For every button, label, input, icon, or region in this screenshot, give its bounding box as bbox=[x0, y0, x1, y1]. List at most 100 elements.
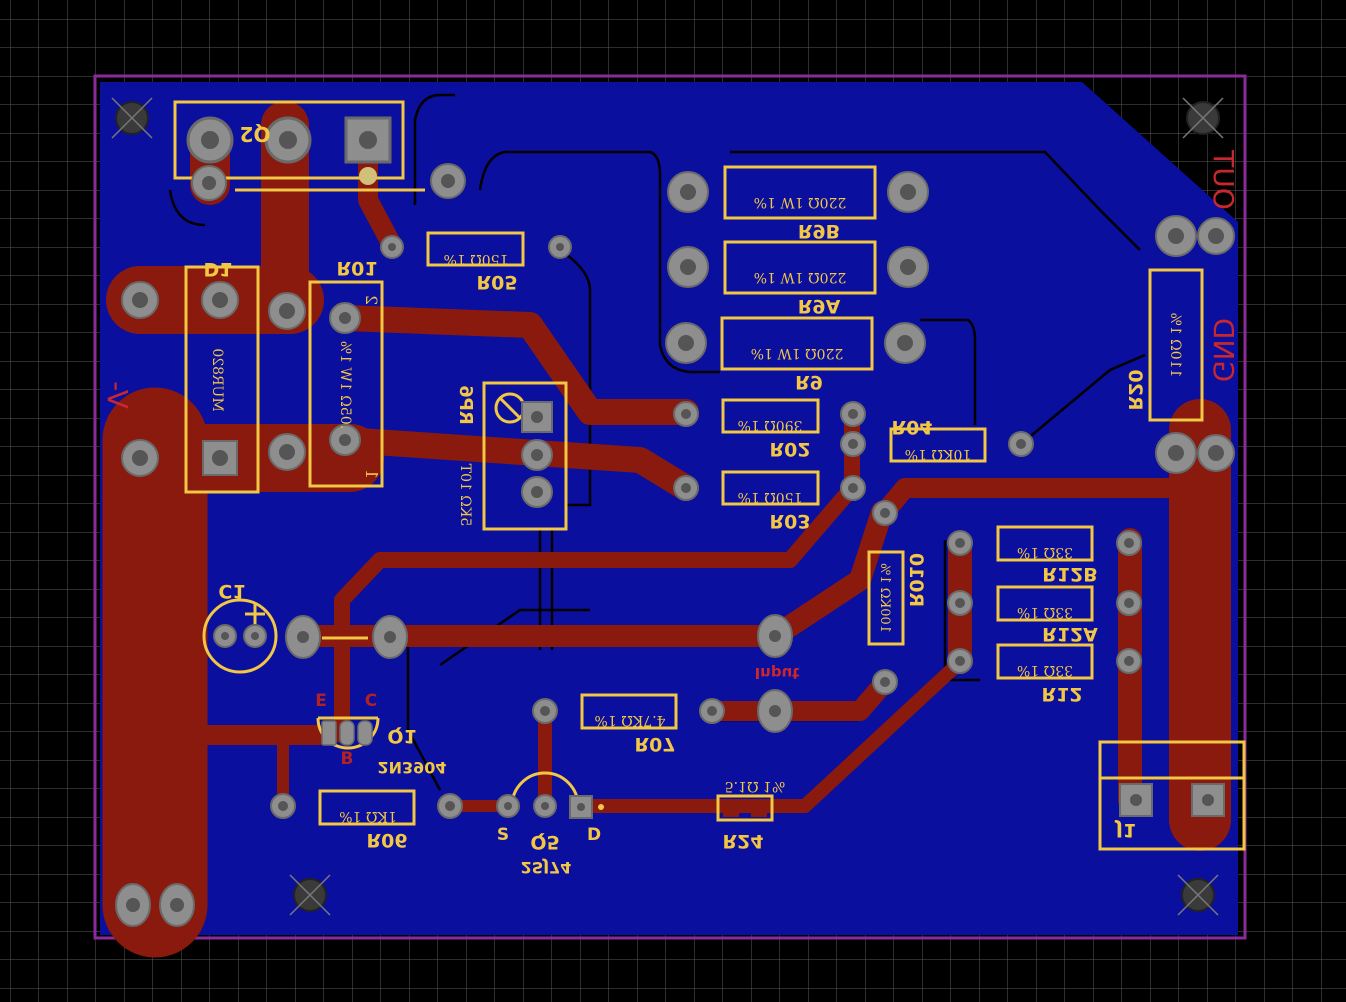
r07-value: 4.7KΩ 1% bbox=[595, 712, 666, 728]
q1-outline bbox=[316, 717, 380, 750]
q1-ref: Q1 bbox=[387, 725, 416, 747]
rp6-outline bbox=[482, 381, 568, 531]
r12-value: 33Ω 1% bbox=[1017, 662, 1073, 678]
r9-outline bbox=[720, 316, 874, 371]
r010-ref: R010 bbox=[905, 553, 927, 607]
r05-value: 150Ω 1% bbox=[444, 251, 509, 267]
mounting-hole bbox=[111, 97, 153, 139]
q1-pin-c: C bbox=[365, 691, 377, 711]
r02-ref: R02 bbox=[769, 438, 810, 460]
trace-r01-low bbox=[332, 427, 699, 501]
net-label-out: OUT bbox=[1207, 149, 1240, 210]
pad bbox=[321, 720, 337, 746]
net-label-input: Input bbox=[755, 664, 800, 682]
mounting-hole bbox=[289, 874, 331, 916]
j1-ref: J1 bbox=[1114, 819, 1136, 841]
pad bbox=[344, 116, 392, 164]
c1-ref: C1 bbox=[218, 580, 245, 602]
r06-ref: R06 bbox=[366, 829, 407, 851]
r01-value: .05Ω 1W 1% bbox=[337, 341, 353, 429]
trace-input bbox=[289, 501, 893, 647]
r03-outline bbox=[721, 470, 820, 506]
r9a-outline bbox=[723, 240, 877, 295]
board-outline bbox=[93, 74, 1247, 940]
silkscreen-outlines bbox=[173, 100, 1246, 851]
q1-pin-b: B bbox=[341, 749, 354, 769]
r20-outline bbox=[1148, 268, 1204, 422]
q2-ref: Q2 bbox=[240, 122, 271, 146]
r24-outline bbox=[716, 794, 774, 822]
net-labels: OUT GND V- Input bbox=[101, 149, 1240, 682]
r05-ref: R05 bbox=[476, 271, 517, 293]
rp6-ref: RP6 bbox=[455, 385, 476, 425]
pad bbox=[598, 804, 604, 810]
silkscreen-text: Q2 D1 MUR820 R01 .05Ω 1W 1% 2 1 150Ω 1% … bbox=[204, 122, 1184, 877]
rp6-value: 5KΩ 10T bbox=[457, 463, 473, 526]
r07-ref: R07 bbox=[634, 733, 675, 755]
j1-outline bbox=[1098, 740, 1246, 851]
pad bbox=[357, 720, 373, 746]
r9-value: 220Ω 1W 1% bbox=[751, 345, 844, 361]
r01-pin1: 1 bbox=[362, 469, 381, 479]
r04-outline bbox=[889, 427, 987, 463]
q5-pin-d: D bbox=[587, 825, 601, 845]
c1-outline bbox=[202, 598, 278, 674]
r01-outline bbox=[308, 280, 384, 488]
r9b-value: 220Ω 1W 1% bbox=[754, 194, 847, 210]
r9a-value: 220Ω 1W 1% bbox=[754, 269, 847, 285]
r01-ref: R01 bbox=[336, 257, 377, 279]
trace-r01-to-rp6 bbox=[332, 305, 699, 425]
r03-value: 150Ω 1% bbox=[738, 489, 803, 505]
r12a-outline bbox=[996, 585, 1094, 622]
r12-ref: R12 bbox=[1041, 683, 1082, 705]
r06-outline bbox=[318, 789, 416, 826]
r04-ref: R04 bbox=[891, 416, 932, 438]
board-copper-pour bbox=[100, 82, 1238, 935]
d1-value: MUR820 bbox=[209, 348, 225, 411]
r20-ref: R20 bbox=[1124, 369, 1146, 410]
q1-part: 2N3904 bbox=[377, 758, 446, 777]
q5-outline bbox=[510, 771, 580, 807]
r9a-ref: R9A bbox=[798, 295, 841, 317]
pad bbox=[359, 167, 377, 185]
r010-value: 100KΩ 1% bbox=[877, 563, 892, 633]
mounting-hole bbox=[1182, 97, 1224, 139]
q2-outline bbox=[173, 100, 405, 180]
r24-value: 5.1Ω 1% bbox=[725, 778, 786, 794]
net-label-gnd: GND bbox=[1207, 318, 1240, 382]
r05-outline bbox=[426, 231, 525, 267]
d1-outline bbox=[184, 265, 260, 494]
q5-pin-s: S bbox=[497, 825, 509, 845]
r12a-ref: R12A bbox=[1042, 623, 1098, 645]
net-label-vminus: V- bbox=[101, 381, 134, 409]
r010-outline bbox=[867, 550, 905, 646]
rp6-screw-slot bbox=[498, 396, 522, 420]
r07-outline bbox=[580, 693, 678, 730]
r06-value: 1KΩ 1% bbox=[339, 808, 397, 824]
d1-ref: D1 bbox=[204, 258, 233, 280]
pad bbox=[751, 799, 767, 817]
pad bbox=[339, 720, 355, 746]
mounting-holes bbox=[111, 97, 1224, 916]
r12a-value: 33Ω 1% bbox=[1017, 604, 1073, 620]
q5-ref: Q5 bbox=[530, 831, 559, 853]
mounting-hole bbox=[1177, 874, 1219, 916]
pads bbox=[115, 116, 1235, 927]
r02-value: 390Ω 1% bbox=[738, 417, 803, 433]
r04-value: 10KΩ 1% bbox=[905, 446, 972, 462]
r12b-outline bbox=[996, 525, 1094, 562]
r12-outline bbox=[996, 643, 1094, 680]
r9b-outline bbox=[723, 165, 877, 220]
r24-ref: R24 bbox=[722, 830, 763, 852]
r01-pin2: 2 bbox=[362, 295, 381, 305]
r9-ref: R9 bbox=[795, 371, 823, 393]
r9b-ref: R9B bbox=[798, 220, 840, 242]
r12b-value: 33Ω 1% bbox=[1017, 544, 1073, 560]
trace-r24 bbox=[573, 655, 967, 813]
q5-part: 2SJ74 bbox=[521, 858, 572, 877]
pad bbox=[723, 799, 739, 817]
r02-outline bbox=[721, 398, 820, 434]
q1-pin-e: E bbox=[315, 691, 327, 711]
r03-ref: R03 bbox=[769, 510, 810, 532]
